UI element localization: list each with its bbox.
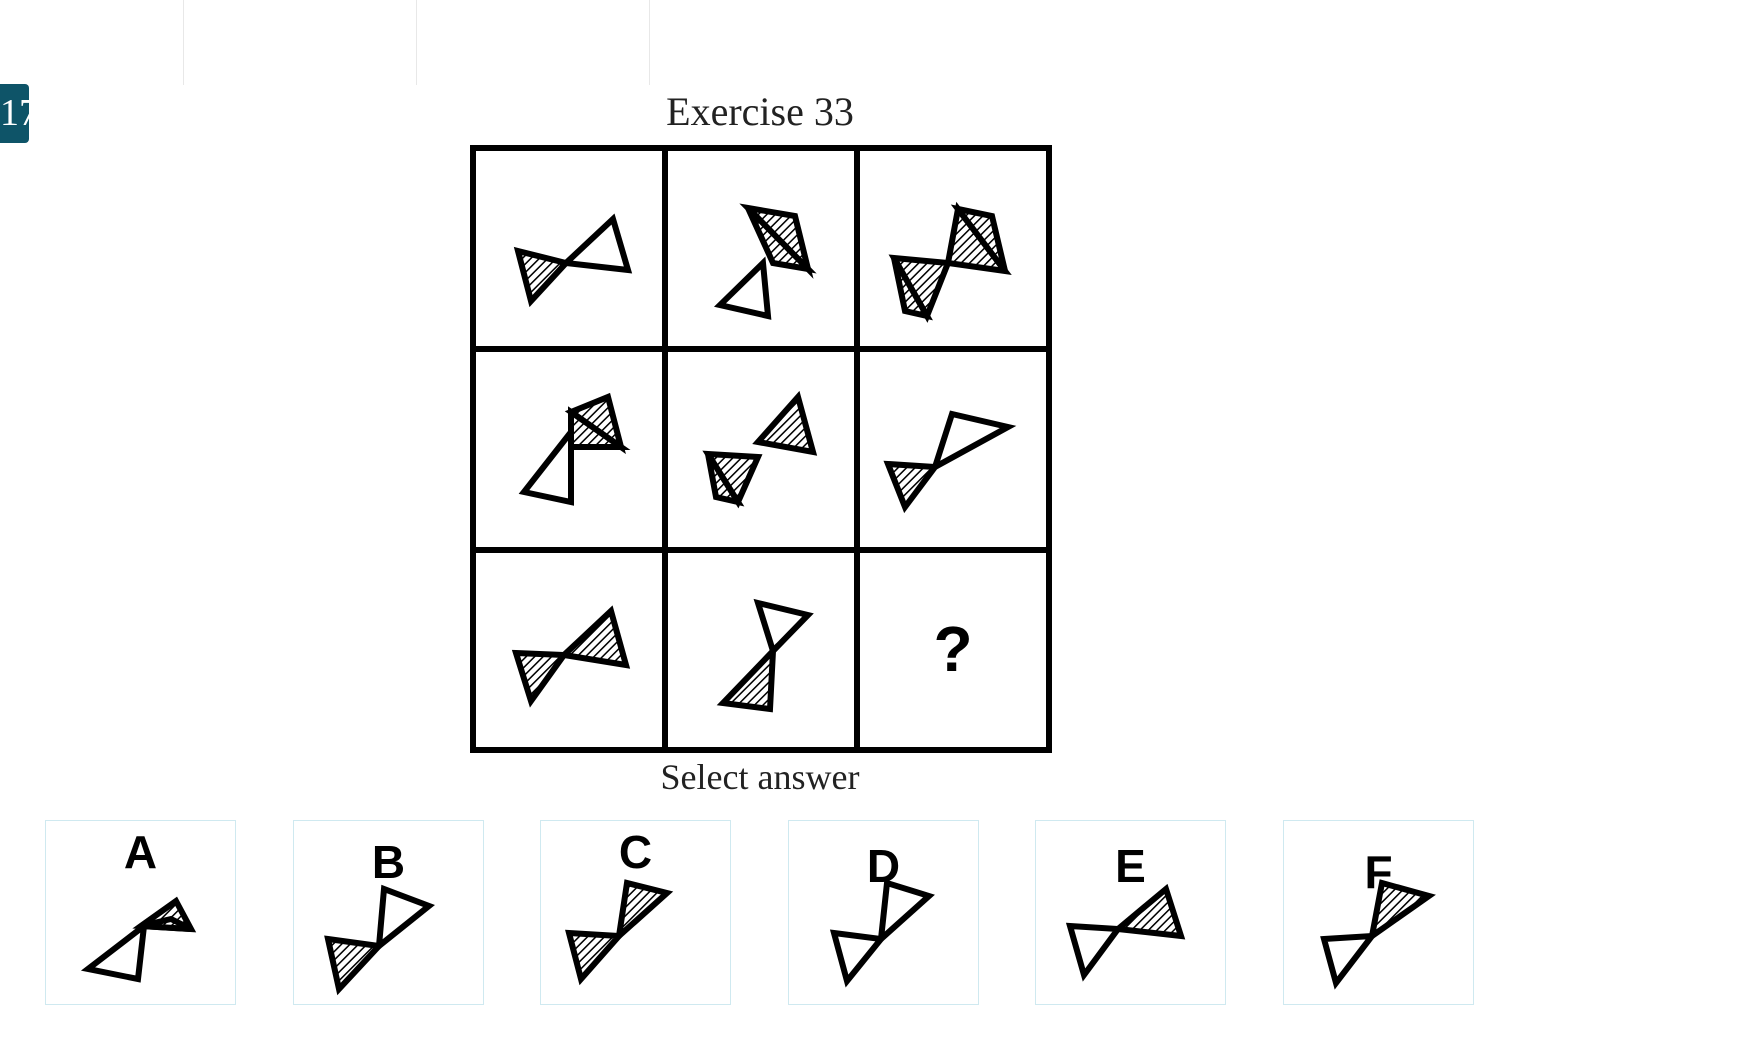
matrix-grid-lines (470, 145, 1052, 753)
answer-option-f[interactable]: F (1283, 820, 1474, 1005)
answer-option-d[interactable]: D (788, 820, 979, 1005)
option-figure (829, 879, 935, 988)
option-figure (324, 884, 435, 996)
option-letter: E (1115, 840, 1146, 892)
option-figure (1320, 879, 1436, 990)
option-figure (1065, 883, 1186, 982)
matrix-cell (476, 151, 662, 346)
option-letter: C (618, 826, 653, 878)
bowtie-figure (511, 605, 631, 708)
option-letter: A (123, 826, 158, 878)
missing-cell: ? (860, 553, 1046, 747)
option-letter: D (866, 840, 901, 892)
top-divider (416, 0, 417, 85)
missing-question-mark: ? (933, 613, 972, 685)
bowtie-figure (713, 203, 817, 320)
matrix-cell (476, 553, 662, 747)
option-figure (565, 879, 674, 986)
bowtie-figure (888, 201, 1012, 323)
select-answer-label: Select answer (660, 757, 860, 797)
matrix-cell (668, 151, 854, 346)
bowtie-figure (513, 213, 633, 308)
answer-option-a[interactable]: A (45, 820, 236, 1005)
top-divider (649, 0, 650, 85)
option-figure (80, 896, 197, 983)
puzzle-matrix: ? (470, 145, 1052, 753)
question-number-badge: 17 (0, 84, 29, 143)
exercise-title: Exercise 33 (666, 89, 854, 134)
top-divider (183, 0, 184, 85)
bowtie-figure (518, 392, 631, 506)
matrix-cell (668, 553, 854, 747)
matrix-cell (860, 151, 1046, 346)
option-letter: B (371, 836, 406, 888)
bowtie-figure (702, 390, 818, 509)
matrix-cell (860, 352, 1046, 547)
matrix-cell (476, 352, 662, 547)
answer-option-c[interactable]: C (540, 820, 731, 1005)
answer-option-b[interactable]: B (293, 820, 484, 1005)
bowtie-figure (716, 598, 814, 713)
bowtie-figure (883, 410, 1017, 514)
answer-option-e[interactable]: E (1035, 820, 1226, 1005)
matrix-cell (668, 352, 854, 547)
